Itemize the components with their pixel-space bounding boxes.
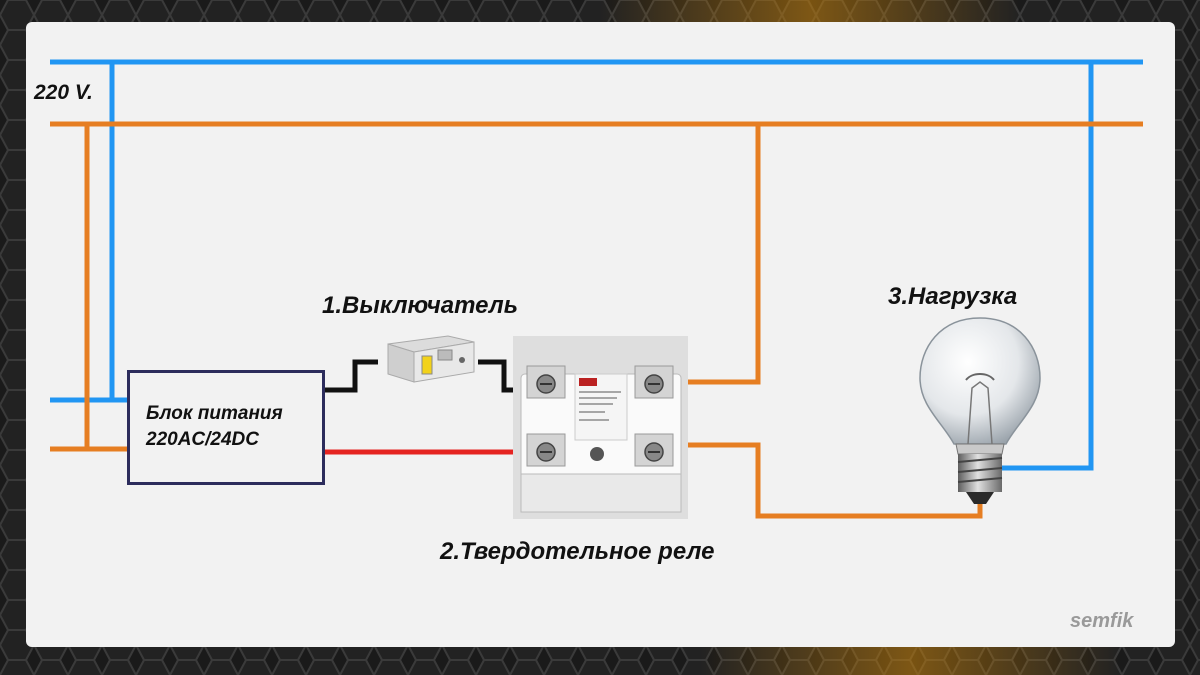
- neutral-drop-load-wire: [1000, 62, 1094, 471]
- power-supply-box: Блок питания 220AC/24DC: [127, 370, 325, 485]
- load-label: 3.Нагрузка: [888, 283, 1018, 310]
- relay-to-load-wire: [662, 442, 983, 519]
- watermark: semfik: [1070, 610, 1134, 632]
- solid-state-relay-icon: [513, 336, 688, 519]
- dc-negative-wire: [325, 359, 378, 393]
- phase-to-relay-wire: [662, 124, 761, 385]
- neutral-drop-psu-wire: [109, 62, 127, 403]
- switch-label: 1.Выключатель: [322, 292, 518, 319]
- voltage-label: 220 V.: [34, 81, 93, 104]
- power-supply-rating: 220AC/24DC: [146, 429, 259, 450]
- light-bulb-icon: [919, 317, 1041, 504]
- power-supply-title: Блок питания: [146, 403, 283, 424]
- circuit-breaker-icon: [387, 335, 475, 383]
- relay-label: 2.Твердотельное реле: [440, 538, 715, 565]
